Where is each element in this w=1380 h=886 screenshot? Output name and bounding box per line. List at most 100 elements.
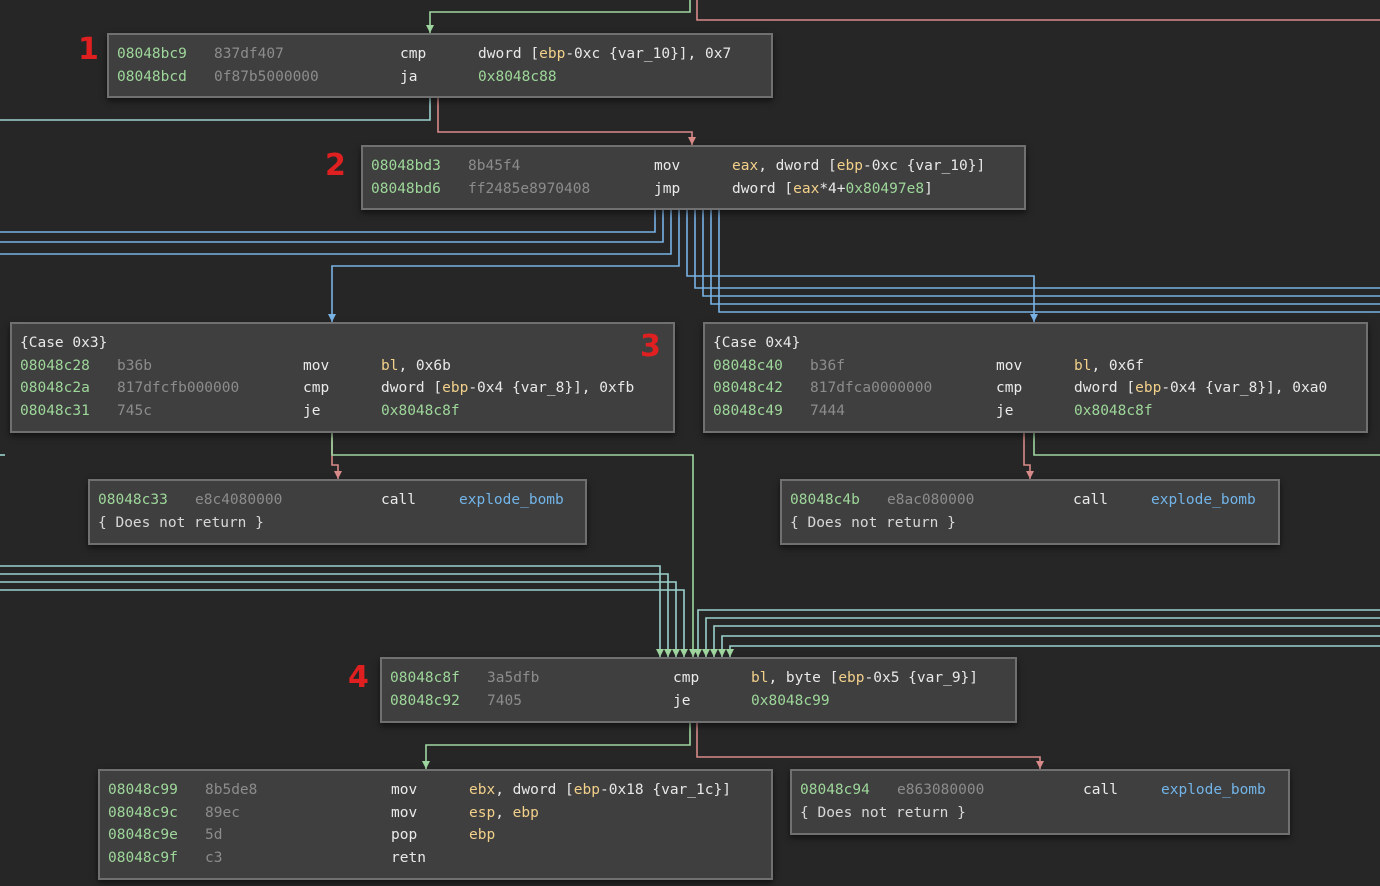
instruction-address[interactable]: 08048c94 (800, 782, 870, 798)
instruction-address[interactable]: 08048c2a (20, 380, 90, 396)
edge-arrow (1030, 314, 1038, 322)
instruction-address[interactable]: 08048bd6 (371, 180, 441, 197)
edge-arrow (334, 471, 342, 479)
edge-switch-case-0x3 (331, 210, 680, 322)
annotation-marker-3: 3 (640, 329, 661, 364)
symbol-link[interactable]: explode_bomb (1151, 492, 1256, 508)
instruction-mnemonic: ja (400, 68, 418, 85)
operand-token: , 0x6b (398, 357, 451, 374)
instruction-address[interactable]: 08048c9c (108, 804, 178, 821)
operand-token: , byte [ (768, 670, 839, 686)
edge-arrow (422, 761, 430, 769)
instruction-operands: explode_bomb (1161, 779, 1266, 802)
operand-token[interactable]: 0x8048c99 (751, 692, 830, 709)
instruction-address[interactable]: 08048c31 (20, 402, 90, 419)
instruction-address[interactable]: 08048bd3 (371, 158, 441, 174)
edge-into-block4 (729, 645, 1380, 657)
operand-token[interactable]: 0x80497e8 (845, 180, 925, 197)
operand-token[interactable]: 0x8048c8f (1074, 402, 1153, 419)
edge-switch-case (0, 210, 672, 255)
edge-arrow (656, 649, 664, 657)
instruction-bytes: e8c4080000 (195, 492, 283, 508)
instruction-bytes: b36f (810, 357, 845, 374)
instruction-bytes: ff2485e8970408 (468, 180, 591, 197)
instruction-mnemonic: je (673, 692, 691, 709)
instruction-row[interactable]: 08048c9f c3 retn (108, 847, 763, 870)
operand-token[interactable]: 0x8048c88 (478, 68, 557, 85)
operand-token[interactable]: 0x8048c8f (381, 402, 460, 419)
edge-into-block4 (705, 617, 1380, 657)
edge-switch-case (710, 210, 1380, 305)
symbol-link[interactable]: explode_bomb (1161, 782, 1266, 798)
instruction-operands: 0x8048c8f (1074, 400, 1153, 423)
instruction-bytes: 89ec (205, 804, 240, 821)
edge-block1-to-default (0, 98, 431, 121)
instruction-address[interactable]: 08048c42 (713, 380, 783, 396)
instruction-mnemonic: je (996, 402, 1014, 419)
symbol-link[interactable]: explode_bomb (459, 492, 564, 508)
edge-arrow (672, 649, 680, 657)
instruction-operands: dword [ebp-0xc {var_10}], 0x7 (478, 43, 731, 66)
instruction-operands: explode_bomb (459, 489, 564, 512)
edge-into-block-1 (429, 0, 691, 33)
instruction-address[interactable]: 08048c99 (108, 782, 178, 798)
operand-token: -0x5 {var_9}] (864, 670, 979, 686)
register-token: eax (732, 158, 759, 174)
instruction-address[interactable]: 08048bc9 (117, 46, 187, 62)
register-token: ebp (573, 782, 600, 798)
instruction-address[interactable]: 08048c28 (20, 357, 90, 374)
instruction-address[interactable]: 08048c49 (713, 402, 783, 419)
instruction-address[interactable]: 08048c9f (108, 849, 178, 866)
instruction-address[interactable]: 08048c9e (108, 827, 178, 843)
operand-token: -0xc {var_10}] (862, 158, 986, 174)
register-token: ebx (469, 782, 496, 798)
instruction-bytes: 837df407 (214, 46, 284, 62)
instruction-bytes: c3 (205, 849, 223, 866)
instruction-bytes: 817dfcfb000000 (117, 380, 240, 396)
instruction-address[interactable]: 08048c40 (713, 357, 783, 374)
instruction-address[interactable]: 08048c4b (790, 492, 860, 508)
instruction-operands: esp, ebp (469, 802, 539, 825)
instruction-mnemonic: je (303, 402, 321, 419)
instruction-address[interactable]: 08048c92 (390, 692, 460, 709)
edge-top-right (696, 0, 1380, 21)
edge-arrow (664, 649, 672, 657)
instruction-address[interactable]: 08048bcd (117, 68, 187, 85)
edge-arrow (1026, 471, 1034, 479)
operand-token: -0x4 {var_8}], 0xa0 (1161, 380, 1328, 396)
edge-switch-case (694, 210, 1380, 289)
instruction-mnemonic: call (1073, 492, 1108, 508)
no-return-comment: { Does not return } (790, 514, 956, 531)
instruction-mnemonic: retn (391, 849, 426, 866)
instruction-address[interactable]: 08048c33 (98, 492, 168, 508)
register-token: esp (469, 804, 496, 821)
instruction-address[interactable]: 08048c8f (390, 670, 460, 686)
